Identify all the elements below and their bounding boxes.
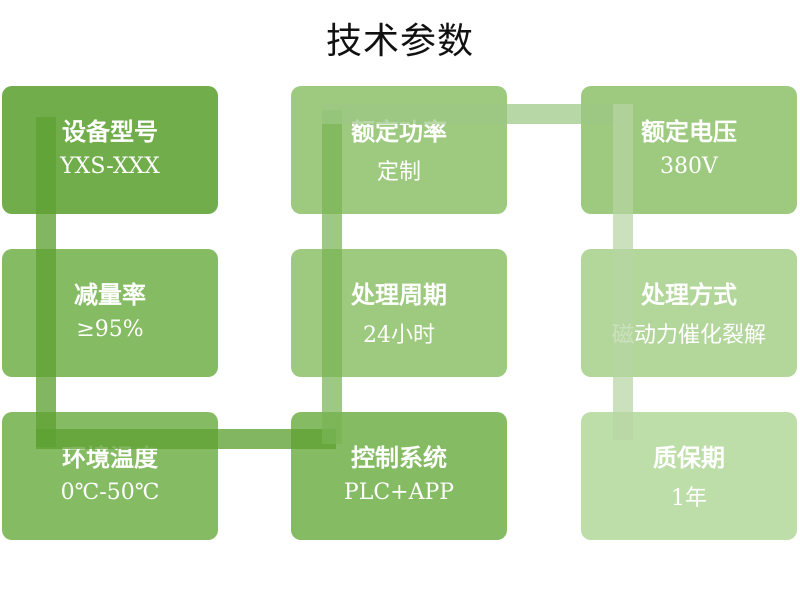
spec-value: YXS-XXX xyxy=(60,154,160,179)
spec-value: 定制 xyxy=(376,160,421,185)
spec-label: 减量率 xyxy=(74,281,146,309)
spec-label: 处理周期 xyxy=(351,281,447,309)
spec-value: 磁动力催化裂解 xyxy=(611,323,766,348)
spec-label: 处理方式 xyxy=(641,281,737,309)
spec-card-reduction-rate: 减量率 ≥95% xyxy=(2,249,218,377)
connector-segment xyxy=(322,104,622,124)
connector-segment xyxy=(36,117,56,447)
spec-label: 质保期 xyxy=(653,444,725,472)
spec-label: 设备型号 xyxy=(62,118,158,146)
spec-value: 24小时 xyxy=(363,323,435,348)
connector-segment xyxy=(322,110,342,444)
spec-value: PLC+APP xyxy=(343,480,455,505)
spec-card-model: 设备型号 YXS-XXX xyxy=(2,86,218,214)
connector-segment xyxy=(613,104,633,440)
page-title: 技术参数 xyxy=(325,21,474,62)
spec-label: 控制系统 xyxy=(351,444,447,472)
connector-segment xyxy=(36,429,336,449)
spec-value: ≥95% xyxy=(76,317,144,342)
spec-value: 1年 xyxy=(671,486,707,511)
spec-value: 380V xyxy=(660,154,718,179)
spec-value: 0℃-50℃ xyxy=(60,480,160,505)
spec-label: 额定电压 xyxy=(641,118,737,146)
